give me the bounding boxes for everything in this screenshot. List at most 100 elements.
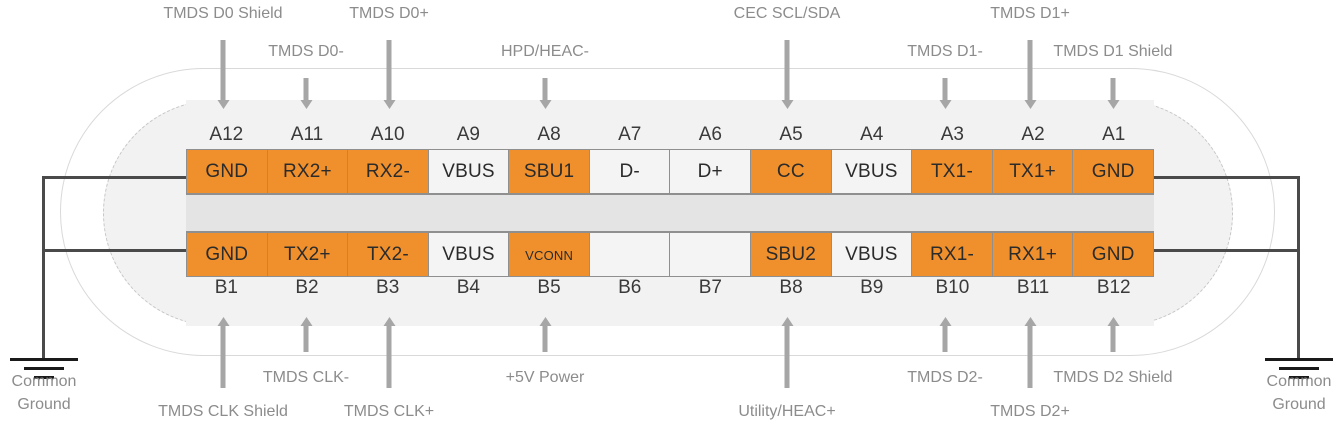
annotation-label-a12: TMDS D0 Shield: [163, 5, 283, 22]
wire-left-bottom: [42, 249, 190, 252]
pin-id-b1: B1: [214, 277, 238, 298]
annotation-label-b5: +5V Power: [505, 369, 585, 386]
wire-left-vertical: [42, 176, 45, 358]
pin-id-a12: A12: [209, 124, 244, 145]
annotation-label-b10: TMDS D2-: [907, 369, 983, 386]
row-b-pin-ids: B1 B2 B3 B4 B5 B6 B7 B8 B9 B10 B11 B12: [186, 277, 1154, 299]
annotation-label-b3: TMDS CLK+: [343, 403, 435, 420]
annotation-arrow-a11: [303, 78, 309, 100]
pin-id-b10: B10: [935, 277, 970, 298]
annotation-label-a2: TMDS D1+: [990, 5, 1070, 22]
pin-cell-b7: [670, 233, 752, 276]
pin-id-a10: A10: [370, 124, 405, 145]
pin-cell-b9: VBUS: [831, 233, 913, 276]
pin-id-b9: B9: [860, 277, 884, 298]
pin-cell-a6: D+: [670, 150, 752, 193]
pin-cell-b11: RX1+: [992, 233, 1074, 276]
pin-id-b12: B12: [1096, 277, 1131, 298]
pin-id-b6: B6: [618, 277, 642, 298]
pin-cell-b5: VCONN: [509, 233, 590, 276]
annotation-label-b1: TMDS CLK Shield: [158, 403, 288, 420]
annotation-label-a8: HPD/HEAC-: [500, 43, 590, 60]
pin-id-a4: A4: [860, 124, 884, 145]
pin-cell-b10: RX1-: [912, 233, 993, 276]
row-a-pin-ids: A12 A11 A10 A9 A8 A7 A6 A5 A4 A3 A2 A1: [186, 124, 1154, 146]
ground-symbol-left: [4, 358, 84, 382]
pin-id-b4: B4: [456, 277, 480, 298]
annotation-arrow-b8: [784, 326, 790, 388]
annotation-label-b8: Utility/HEAC+: [738, 403, 836, 420]
pin-id-a9: A9: [456, 124, 480, 145]
annotation-label-b2: TMDS CLK-: [262, 369, 350, 386]
pin-cell-b8: SBU2: [751, 233, 832, 276]
pin-cell-b2: TX2+: [267, 233, 349, 276]
pin-cell-a1: GND: [1073, 150, 1153, 193]
pin-id-a5: A5: [779, 124, 803, 145]
pin-cell-a9: VBUS: [428, 150, 510, 193]
ground-label-left-line2: Ground: [17, 396, 71, 414]
pin-cell-a2: TX1+: [992, 150, 1074, 193]
pin-cell-a4: VBUS: [831, 150, 913, 193]
pin-id-b11: B11: [1016, 277, 1050, 298]
wire-right-top: [1152, 176, 1300, 179]
annotation-arrow-b1: [220, 326, 226, 388]
pin-cell-a8: SBU1: [509, 150, 590, 193]
pin-id-a8: A8: [537, 124, 561, 145]
annotation-arrow-b12: [1110, 326, 1116, 352]
pin-cell-b4: VBUS: [428, 233, 510, 276]
annotation-arrow-a1: [1110, 78, 1116, 100]
ground-label-left-line1: Common: [11, 373, 77, 390]
pin-id-b8: B8: [779, 277, 803, 298]
pin-cell-a7: D-: [589, 150, 671, 193]
wire-left-top: [42, 176, 190, 179]
ground-label-left: Common Ground: [0, 370, 99, 416]
connector-outer-shell: [60, 68, 1275, 356]
ground-label-right-line1: Common: [1266, 373, 1332, 390]
ground-symbol-right: [1259, 358, 1335, 382]
pin-id-b2: B2: [295, 277, 319, 298]
pin-cell-a10: RX2-: [348, 150, 429, 193]
pin-id-b5: B5: [537, 277, 561, 298]
annotation-arrow-b10: [942, 326, 948, 352]
pin-id-a3: A3: [940, 124, 964, 145]
annotation-label-a3: TMDS D1-: [907, 43, 983, 60]
pin-id-b3: B3: [376, 277, 400, 298]
annotation-label-a5: CEC SCL/SDA: [733, 5, 841, 22]
annotation-label-a11: TMDS D0-: [268, 43, 344, 60]
pin-cell-b6: [589, 233, 671, 276]
annotation-arrow-b11: [1027, 326, 1033, 388]
pin-id-b7: B7: [698, 277, 722, 298]
wire-right-vertical: [1297, 176, 1300, 358]
annotation-arrow-a2: [1027, 40, 1033, 100]
annotation-arrow-a5: [784, 40, 790, 100]
connector-midplane: [186, 194, 1154, 232]
pin-id-a11: A11: [290, 124, 324, 145]
annotation-label-a10: TMDS D0+: [349, 5, 429, 22]
annotation-arrow-b3: [386, 326, 392, 388]
pin-id-a6: A6: [698, 124, 722, 145]
pin-id-a2: A2: [1021, 124, 1045, 145]
annotation-arrow-b5: [542, 326, 548, 352]
ground-label-right: Common Ground: [1244, 370, 1335, 416]
annotation-arrow-b2: [303, 326, 309, 352]
pin-id-a1: A1: [1102, 124, 1126, 145]
annotation-label-a1: TMDS D1 Shield: [1053, 43, 1173, 60]
wire-right-bottom: [1152, 249, 1300, 252]
annotation-arrow-a3: [942, 78, 948, 100]
pin-id-a7: A7: [618, 124, 642, 145]
pin-cell-a3: TX1-: [912, 150, 993, 193]
annotation-arrow-a10: [386, 40, 392, 100]
pin-cell-a11: RX2+: [267, 150, 349, 193]
pin-cell-b12: GND: [1073, 233, 1153, 276]
annotation-label-b12: TMDS D2 Shield: [1053, 369, 1173, 386]
annotation-arrow-a12: [220, 40, 226, 100]
annotation-label-b11: TMDS D2+: [990, 403, 1070, 420]
pin-cell-b1: GND: [187, 233, 268, 276]
pin-cell-a12: GND: [187, 150, 268, 193]
pin-cell-b3: TX2-: [348, 233, 429, 276]
ground-label-right-line2: Ground: [1272, 396, 1326, 414]
annotation-arrow-a8: [542, 78, 548, 100]
